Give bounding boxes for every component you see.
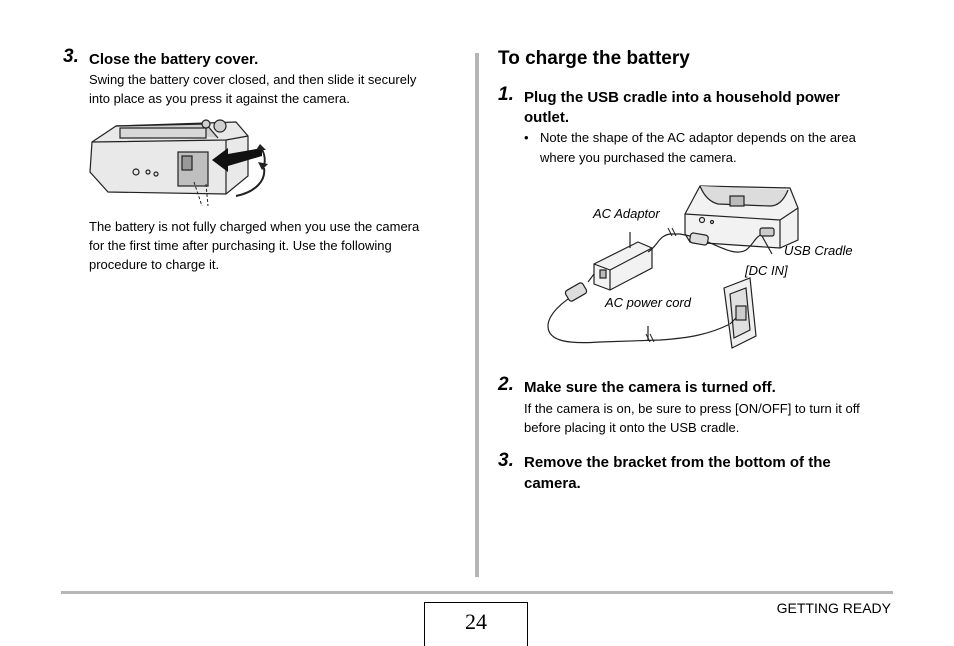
- right-step-2-line-2: before placing it onto the USB cradle.: [524, 420, 740, 435]
- right-step-1-title-line-1: Plug the USB cradle into a household pow…: [524, 89, 840, 106]
- label-ac-adaptor: AC Adaptor: [593, 206, 660, 221]
- bullet-line-1: Note the shape of the AC adaptor depends…: [540, 130, 856, 145]
- step-3-text-line-1: Swing the battery cover closed, and then…: [89, 72, 417, 87]
- right-step-2-line-1: If the camera is on, be sure to press [O…: [524, 401, 860, 416]
- section-title: To charge the battery: [498, 48, 690, 69]
- right-step-3-number: 3.: [498, 450, 514, 471]
- right-step-1-title-line-2: outlet.: [524, 109, 569, 126]
- right-step-3-title-line-1: Remove the bracket from the bottom of th…: [524, 454, 831, 471]
- footer-rule: [61, 591, 893, 594]
- right-step-2-title: Make sure the camera is turned off.: [524, 379, 776, 396]
- step-3-title: Close the battery cover.: [89, 51, 259, 68]
- bullet-line-2: where you purchased the camera.: [540, 150, 737, 165]
- right-step-1-number: 1.: [498, 84, 514, 105]
- step-3-text-line-2: into place as you press it against the c…: [89, 91, 350, 106]
- label-ac-power-cord: AC power cord: [605, 295, 691, 310]
- column-divider: [475, 53, 479, 577]
- charging-diagram: [547, 185, 799, 349]
- note-line-1: The battery is not fully charged when yo…: [89, 219, 420, 234]
- note-line-2: for the first time after purchasing it. …: [89, 238, 392, 253]
- right-step-3-title-line-2: camera.: [524, 475, 581, 492]
- bullet-icon: •: [524, 130, 529, 145]
- label-usb-cradle: USB Cradle: [784, 243, 853, 258]
- label-dc-in: [DC IN]: [745, 263, 788, 278]
- camera-battery-cover-illustration: [89, 119, 268, 207]
- footer-section-label: GETTING READY: [776, 600, 891, 616]
- right-step-2-number: 2.: [498, 374, 514, 395]
- step-3-number: 3.: [63, 46, 79, 67]
- note-line-3: procedure to charge it.: [89, 257, 220, 272]
- page-number: 24: [424, 602, 528, 646]
